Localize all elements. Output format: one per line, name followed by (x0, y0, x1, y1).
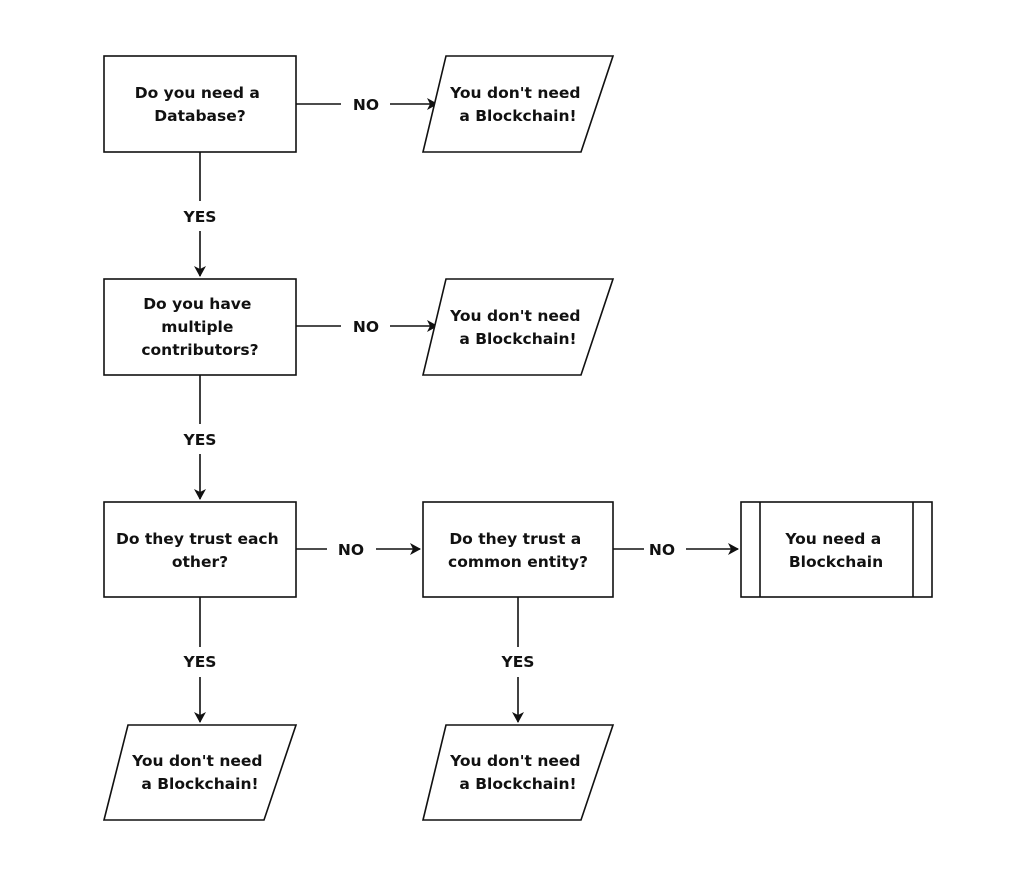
edge-trust-common-no: NO (613, 541, 739, 559)
edge-contributors-yes: YES (183, 375, 217, 500)
decision-node-trust-common-entity: Do they trust a common entity? (422, 501, 614, 598)
result-node-no-contributors: You don't need a Blockchain! (421, 278, 615, 376)
svg-text:Do you need a Database?: Do you need a Database? (135, 84, 266, 125)
node-text: Do they trust each (116, 530, 279, 548)
node-text: Blockchain (789, 553, 883, 571)
edge-label-yes: YES (183, 653, 217, 671)
node-text: common entity? (448, 553, 588, 571)
node-text: contributors? (141, 341, 258, 359)
node-text: You don't need (131, 752, 262, 770)
node-text: multiple (161, 318, 233, 336)
edge-label-no: NO (338, 541, 364, 559)
result-node-trust-each-other: You don't need a Blockchain! (102, 724, 298, 821)
edge-label-yes: YES (183, 431, 217, 449)
svg-text:Do you have multiple: Do you have multiple contributors? (141, 295, 258, 359)
node-text: You need a (784, 530, 881, 548)
edge-contributors-no: NO (296, 318, 438, 336)
svg-text:Do they trust each other: Do they trust each other? (116, 530, 284, 571)
node-text: other? (172, 553, 228, 571)
edge-database-yes: YES (183, 152, 217, 277)
node-text: You don't need (449, 84, 580, 102)
result-node-no-database: You don't need a Blockchain! (421, 55, 615, 153)
edge-trust-common-yes: YES (501, 597, 535, 723)
decision-node-contributors: Do you have multiple contributors? (103, 278, 297, 376)
edge-label-yes: YES (501, 653, 535, 671)
result-node-trust-common-entity: You don't need a Blockchain! (421, 724, 615, 821)
node-text: Do you need a (135, 84, 260, 102)
node-text: a Blockchain! (459, 107, 576, 125)
edge-database-no: NO (296, 96, 438, 114)
svg-text:You don't need a Blockch: You don't need a Blockchain! (131, 752, 268, 793)
svg-text:You don't need a Blockch: You don't need a Blockchain! (449, 84, 586, 125)
decision-node-trust-each-other: Do they trust each other? (103, 501, 297, 598)
svg-text:You don't need a Blockch: You don't need a Blockchain! (449, 307, 586, 348)
node-text: Do you have (143, 295, 251, 313)
svg-text:Do they trust a common e: Do they trust a common entity? (448, 530, 588, 571)
node-text: You don't need (449, 307, 580, 325)
result-node-need-blockchain: You need a Blockchain (740, 501, 933, 598)
node-text: You don't need (449, 752, 580, 770)
edge-trust-each-no: NO (296, 541, 421, 559)
node-text: a Blockchain! (141, 775, 258, 793)
node-text: a Blockchain! (459, 775, 576, 793)
svg-text:You don't need a Blockch: You don't need a Blockchain! (449, 752, 586, 793)
edge-label-no: NO (649, 541, 675, 559)
node-text: Do they trust a (449, 530, 581, 548)
edge-label-no: NO (353, 318, 379, 336)
decision-node-database: Do you need a Database? (103, 55, 297, 153)
node-text: Database? (154, 107, 245, 125)
svg-text:You need a Blockchain: You need a Blockchain (784, 530, 886, 571)
edge-trust-each-yes: YES (183, 597, 217, 723)
node-text: a Blockchain! (459, 330, 576, 348)
edge-label-no: NO (353, 96, 379, 114)
edge-label-yes: YES (183, 208, 217, 226)
